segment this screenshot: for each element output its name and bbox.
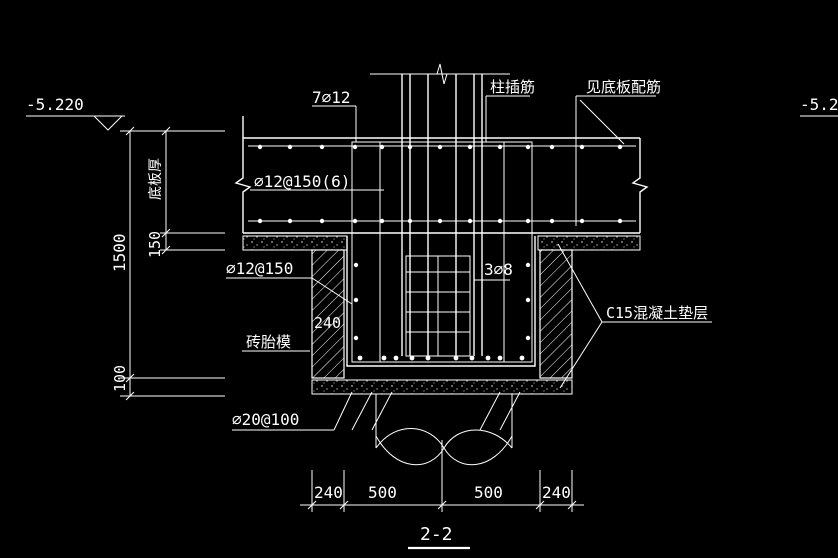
elevation-right-label: -5.22 <box>800 95 838 114</box>
elevation-left-label: -5.220 <box>26 95 84 114</box>
label-center-bars: 3⌀8 <box>484 260 513 279</box>
dim-h-3: 500 <box>474 483 503 502</box>
dim-vertical-total: 1500 <box>110 233 129 272</box>
dim-h-1: 240 <box>314 483 343 502</box>
elevation-marker-right: -5.22 <box>800 95 838 117</box>
slab-rebar-dots <box>257 144 623 224</box>
section-title: 2-2 <box>408 524 470 550</box>
dim-vertical-bottom: 100 <box>111 365 129 392</box>
label-top-bars: 7⌀12 <box>312 88 351 107</box>
elevation-marker-left: -5.220 <box>26 95 125 131</box>
pile-outline <box>375 394 513 466</box>
dim-vertical-top: 150 <box>146 231 164 258</box>
dim-h-4: 240 <box>542 483 571 502</box>
label-bottom-bars: ⌀20@100 <box>232 410 299 429</box>
label-column-dowels: 柱插筋 <box>490 78 535 96</box>
brick-forms <box>311 249 573 379</box>
label-brick-form: 砖胎模 <box>246 333 291 351</box>
dim-h-2: 500 <box>368 483 397 502</box>
vertical-dimensions: 1500 150 100 底板厚 <box>110 126 225 401</box>
annotations: 7⌀12 柱插筋 见底板配筋 ⌀12@150(6) 3⌀8 ⌀12@150 24… <box>226 78 712 431</box>
label-brick-width: 240 <box>314 314 341 332</box>
pit <box>346 63 536 367</box>
horizontal-dimensions: 240 500 500 240 <box>300 440 584 512</box>
section-title-text: 2-2 <box>420 524 453 545</box>
slab <box>234 116 649 234</box>
label-side-bars: ⌀12@150 <box>226 259 293 278</box>
label-cushion: C15混凝土垫层 <box>606 304 708 322</box>
label-see-slab: 见底板配筋 <box>586 78 661 96</box>
label-stirrups: ⌀12@150(6) <box>254 172 350 191</box>
slab-thickness-label: 底板厚 <box>148 158 164 200</box>
cushion-layers <box>242 235 641 395</box>
